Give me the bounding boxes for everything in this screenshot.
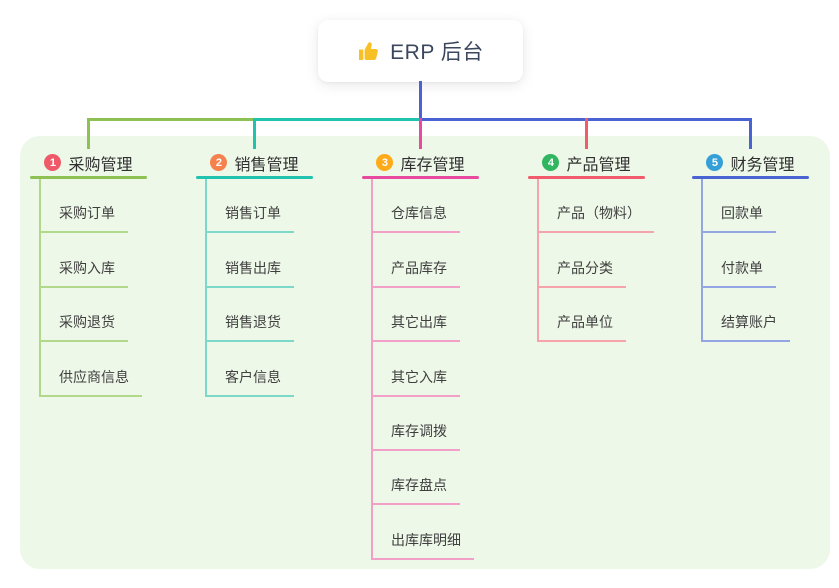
child-row: 其它出库: [373, 288, 474, 343]
child-row: 采购订单: [41, 179, 142, 234]
branch-header-3[interactable]: 3 库存管理: [362, 149, 479, 176]
branch-underline: [362, 176, 479, 179]
child-node[interactable]: 产品单位: [539, 312, 626, 343]
child-row: 仓库信息: [373, 179, 474, 234]
branch-underline: [196, 176, 313, 179]
child-node[interactable]: 库存调拨: [373, 421, 460, 451]
child-node[interactable]: 其它入库: [373, 367, 460, 397]
root-node[interactable]: ERP 后台: [318, 20, 523, 82]
child-row: 产品单位: [539, 288, 654, 343]
branch-children: 回款单 付款单 结算账户: [701, 179, 790, 343]
child-row: 产品库存: [373, 233, 474, 288]
branch: 5 财务管理 回款单 付款单 结算账户: [692, 149, 809, 343]
branches-panel: [20, 136, 830, 569]
root-connector-line: [419, 81, 422, 121]
branch-header-5[interactable]: 5 财务管理: [692, 149, 809, 176]
branch-drop-line: [253, 118, 256, 149]
child-node[interactable]: 其它出库: [373, 312, 460, 343]
child-row: 库存调拨: [373, 397, 474, 451]
child-node[interactable]: 产品分类: [539, 258, 626, 288]
child-node[interactable]: 销售订单: [207, 203, 294, 234]
branch: 1 采购管理 采购订单 采购入库 采购退货 供应商信息: [30, 149, 147, 397]
child-node[interactable]: 客户信息: [207, 367, 294, 397]
branch-children: 产品（物料） 产品分类 产品单位: [537, 179, 654, 343]
child-node[interactable]: 结算账户: [703, 312, 790, 343]
branch-number-badge: 2: [210, 154, 228, 171]
branch-underline: [30, 176, 147, 179]
branch-children: 采购订单 采购入库 采购退货 供应商信息: [39, 179, 142, 397]
branch-drop-line: [87, 118, 90, 149]
branch: 3 库存管理 仓库信息 产品库存 其它出库 其它入库 库存调拨 库存盘点 出库库…: [362, 149, 479, 560]
child-row: 回款单: [703, 179, 790, 234]
child-row: 采购入库: [41, 233, 142, 288]
branch-number-badge: 4: [542, 154, 560, 171]
child-row: 付款单: [703, 233, 790, 288]
child-node[interactable]: 采购退货: [41, 312, 128, 343]
branch-label: 采购管理: [68, 156, 133, 174]
bus-segment-middle: [254, 118, 421, 121]
child-node[interactable]: 回款单: [703, 203, 776, 234]
branch-header-4[interactable]: 4 产品管理: [528, 149, 645, 176]
branch-number-badge: 5: [706, 154, 724, 171]
child-node[interactable]: 库存盘点: [373, 475, 460, 506]
branch-number-badge: 3: [376, 154, 394, 171]
child-row: 销售退货: [207, 288, 294, 343]
child-node[interactable]: 销售出库: [207, 258, 294, 288]
branch: 2 销售管理 销售订单 销售出库 销售退货 客户信息: [196, 149, 313, 397]
child-node[interactable]: 采购订单: [41, 203, 128, 234]
child-node[interactable]: 采购入库: [41, 258, 128, 288]
child-row: 客户信息: [207, 342, 294, 397]
child-node[interactable]: 产品（物料）: [539, 203, 654, 234]
branch-children: 销售订单 销售出库 销售退货 客户信息: [205, 179, 294, 397]
child-node[interactable]: 销售退货: [207, 312, 294, 343]
thumbs-up-icon: [357, 39, 381, 63]
branch-number-badge: 1: [44, 154, 62, 171]
child-row: 结算账户: [703, 288, 790, 343]
branch-drop-line: [585, 118, 588, 149]
root-title: ERP 后台: [390, 41, 484, 64]
branch-drop-line: [419, 118, 422, 149]
child-node[interactable]: 供应商信息: [41, 367, 142, 397]
branch-children: 仓库信息 产品库存 其它出库 其它入库 库存调拨 库存盘点 出库库明细: [371, 179, 474, 560]
child-row: 供应商信息: [41, 342, 142, 397]
branch-label: 库存管理: [400, 156, 465, 174]
branch: 4 产品管理 产品（物料） 产品分类 产品单位: [528, 149, 654, 343]
child-row: 产品（物料）: [539, 179, 654, 234]
child-row: 采购退货: [41, 288, 142, 343]
child-row: 出库库明细: [373, 505, 474, 560]
branch-header-2[interactable]: 2 销售管理: [196, 149, 313, 176]
child-row: 其它入库: [373, 342, 474, 397]
branch-label: 产品管理: [566, 156, 631, 174]
branch-label: 财务管理: [730, 156, 795, 174]
child-row: 销售出库: [207, 233, 294, 288]
branch-header-1[interactable]: 1 采购管理: [30, 149, 147, 176]
child-row: 库存盘点: [373, 451, 474, 506]
child-node[interactable]: 出库库明细: [373, 530, 474, 560]
child-node[interactable]: 仓库信息: [373, 203, 460, 234]
branch-underline: [528, 176, 645, 179]
branch-underline: [692, 176, 809, 179]
branch-label: 销售管理: [234, 156, 299, 174]
bus-segment-left: [87, 118, 255, 121]
child-row: 销售订单: [207, 179, 294, 234]
child-node[interactable]: 产品库存: [373, 258, 460, 288]
child-row: 产品分类: [539, 233, 654, 288]
branch-drop-line: [749, 118, 752, 149]
child-node[interactable]: 付款单: [703, 258, 776, 288]
